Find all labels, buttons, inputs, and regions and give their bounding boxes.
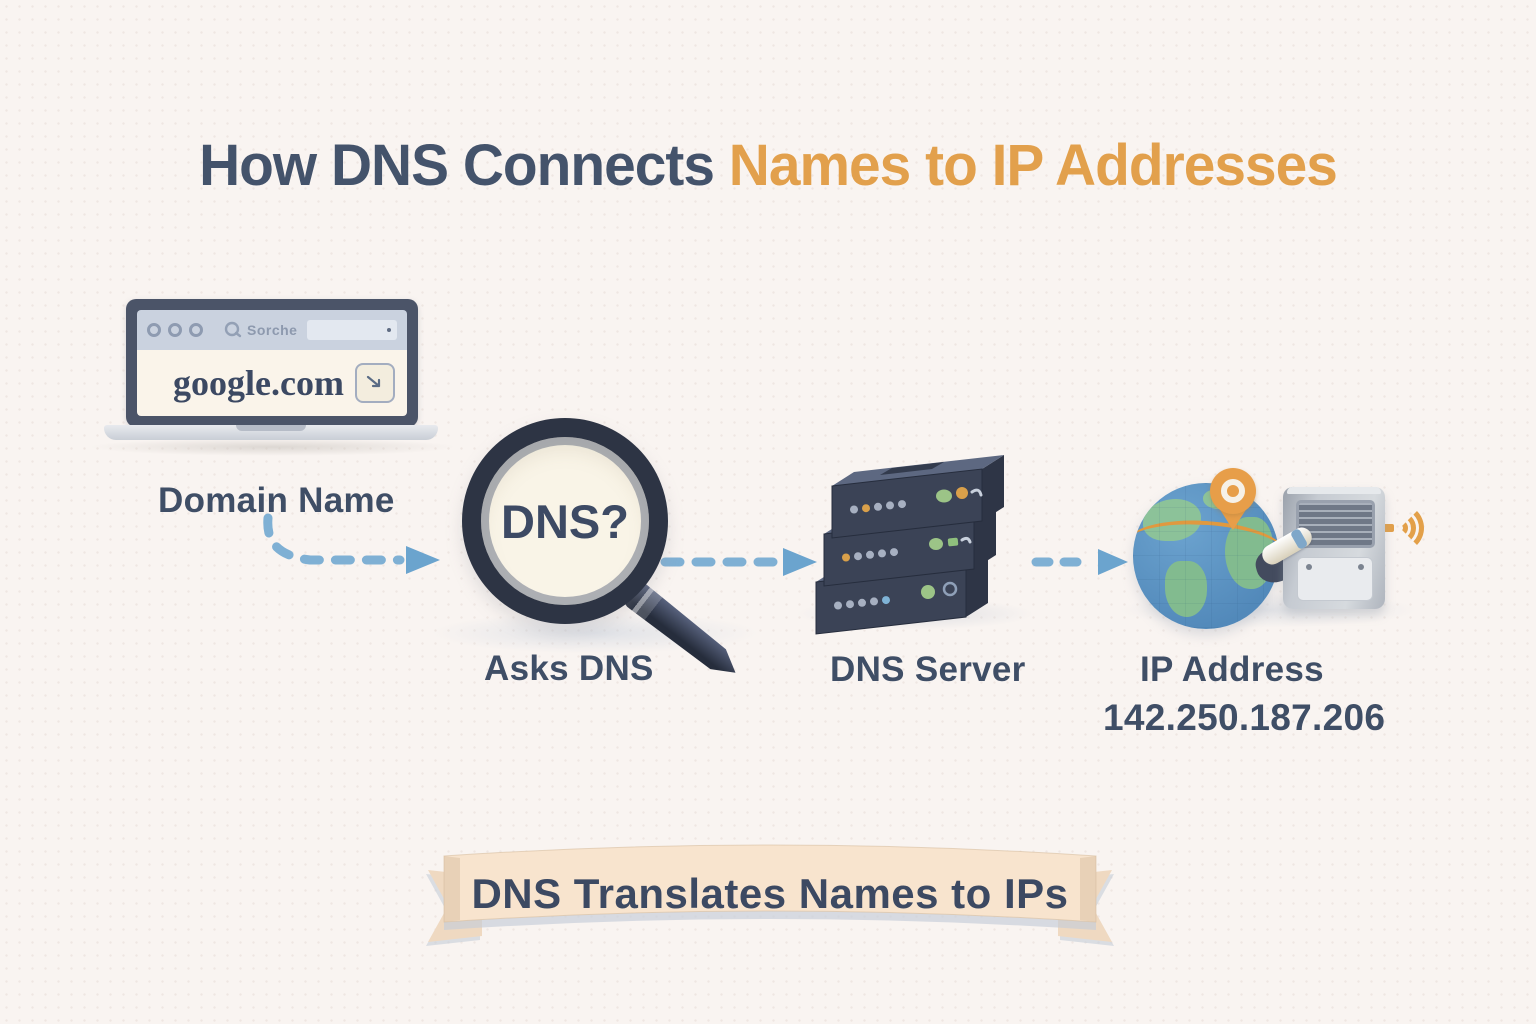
window-control-dot — [168, 323, 182, 337]
browser-search: Sorche — [224, 321, 297, 339]
title-orange-part: Names to IP Addresses — [728, 133, 1338, 198]
browser-toolbar: Sorche — [137, 310, 407, 350]
lens-query-text: DNS? — [501, 494, 629, 548]
ip-address-value: 142.250.187.206 — [1103, 697, 1386, 738]
window-control-dot — [147, 323, 161, 337]
browser-search-field — [307, 320, 397, 340]
tower-panel — [1297, 557, 1373, 601]
label-ip-address: IP Address — [1140, 650, 1324, 689]
tower-computer-illustration — [1283, 487, 1385, 609]
bottom-banner: DNS Translates Names to IPs — [420, 836, 1120, 948]
equator-route-line — [1133, 515, 1279, 585]
banner-text: DNS Translates Names to IPs — [471, 870, 1069, 917]
browser-search-label: Sorche — [247, 322, 298, 338]
browser-window: Sorche google.com — [137, 310, 407, 416]
search-icon — [224, 321, 242, 338]
globe-illustration — [1133, 483, 1279, 629]
pin-tail — [1219, 508, 1247, 530]
go-button — [355, 363, 395, 403]
arrow-domain-to-query — [263, 513, 440, 574]
page-title: How DNS Connects Names to IP Addresses — [15, 132, 1520, 199]
wifi-signal-icon — [1380, 498, 1452, 558]
go-arrow-icon — [366, 375, 381, 388]
label-dns-server: DNS Server — [830, 650, 1026, 689]
wifi-arc — [1376, 504, 1424, 552]
url-text: google.com — [173, 363, 344, 403]
ribbon-shape — [426, 844, 1114, 946]
window-control-dot — [189, 323, 203, 337]
laptop-illustration: Sorche google.com — [126, 299, 418, 427]
laptop-base — [104, 425, 438, 440]
magnifying-glass: DNS? — [462, 418, 668, 624]
title-dark-part: How DNS Connects — [199, 133, 729, 198]
label-domain-name: Domain Name — [158, 481, 395, 520]
label-asks-dns: Asks DNS — [484, 649, 654, 688]
browser-address-area: google.com — [137, 350, 407, 416]
arrow-server-to-result — [1031, 549, 1128, 575]
continent-shape — [1165, 561, 1207, 617]
laptop-shadow — [88, 438, 458, 456]
location-pin-icon — [1210, 468, 1256, 532]
dns-server-illustration — [815, 455, 1004, 635]
continent-shape — [1143, 499, 1201, 541]
pin-head — [1210, 468, 1256, 514]
pin-ring — [1221, 479, 1245, 503]
arrow-query-to-server — [660, 548, 817, 576]
